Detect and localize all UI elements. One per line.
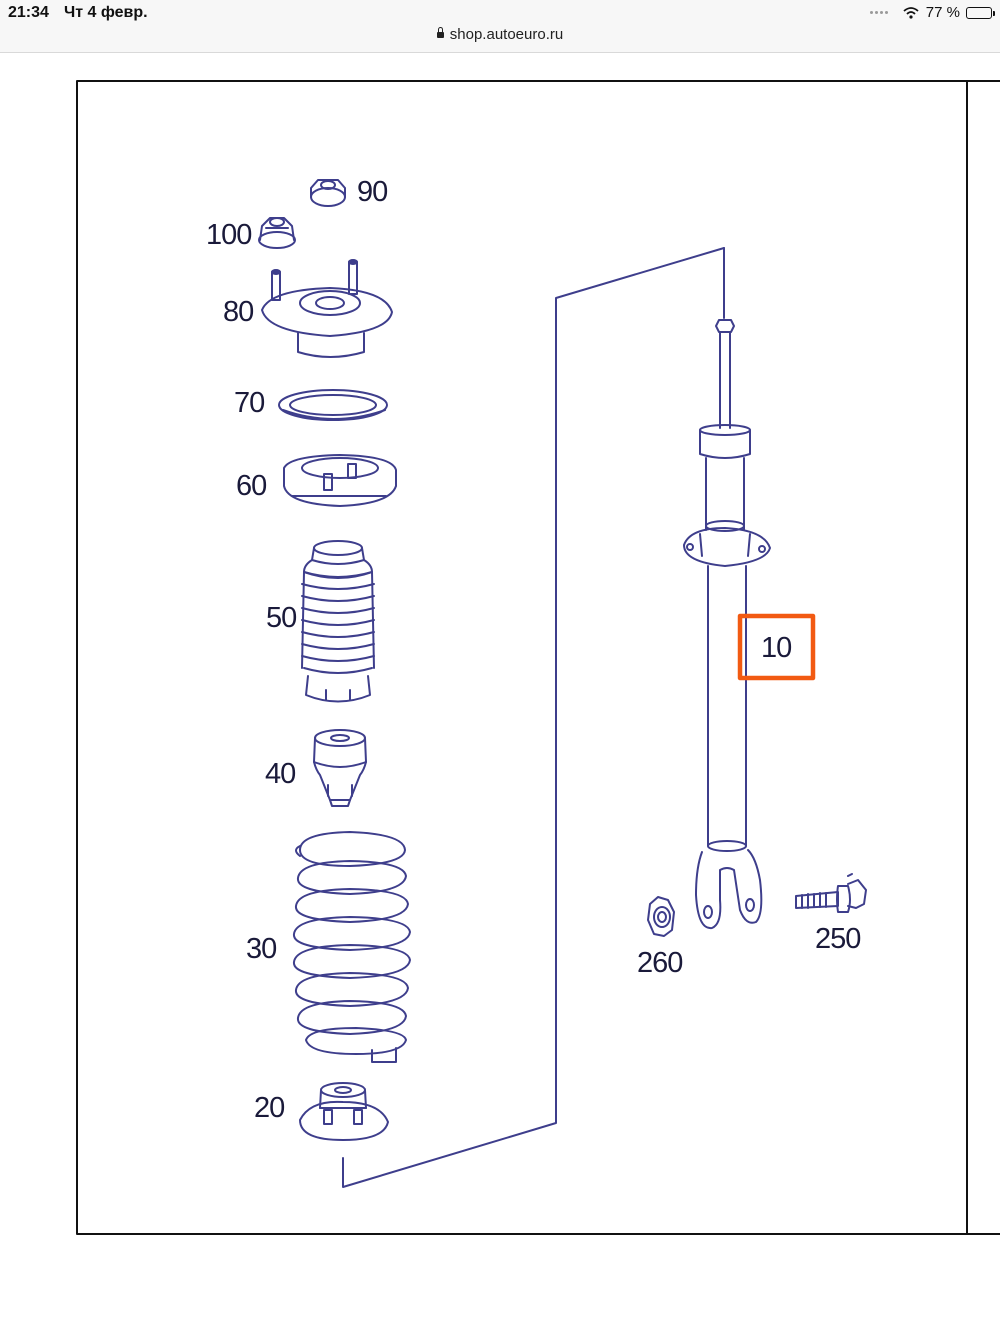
callout-70: 70 <box>234 387 264 419</box>
battery-icon <box>966 6 995 19</box>
wifi-icon <box>903 6 919 19</box>
url-text: shop.autoeuro.ru <box>449 26 564 43</box>
signal-dots-icon <box>869 11 888 14</box>
spring-seat-60-icon <box>283 454 397 507</box>
assembly-bracket-line <box>342 247 725 1188</box>
ring-70-icon <box>278 389 388 421</box>
diagram-frame <box>76 80 1000 1235</box>
callout-250: 250 <box>815 923 860 955</box>
parts-diagram: 90 100 80 70 60 50 40 30 20 10 260 250 <box>76 80 1000 1235</box>
status-bar: 21:34 Чт 4 февр. shop.autoeuro.ru 77 % <box>0 0 1000 53</box>
callout-100: 100 <box>206 219 251 251</box>
address-bar[interactable]: shop.autoeuro.ru <box>0 26 1000 43</box>
callout-260: 260 <box>637 947 682 979</box>
callout-30: 30 <box>246 933 276 965</box>
highlight-box <box>737 613 816 681</box>
top-mount-80-icon <box>261 259 393 358</box>
dust-boot-50-icon <box>301 540 375 703</box>
callout-90: 90 <box>357 176 387 208</box>
callout-40: 40 <box>265 758 295 790</box>
status-date: Чт 4 февр. <box>64 4 148 21</box>
lower-seat-20-icon <box>299 1082 389 1141</box>
battery-percent: 77 % <box>925 4 960 21</box>
coil-spring-30-icon <box>293 831 411 1063</box>
callout-80: 80 <box>223 296 253 328</box>
callout-50: 50 <box>266 602 296 634</box>
bolt-250-icon <box>795 873 867 913</box>
callout-60: 60 <box>236 470 266 502</box>
lock-icon <box>436 27 444 38</box>
shock-absorber-10-icon <box>683 319 771 930</box>
nut-90-icon <box>310 179 346 207</box>
callout-20: 20 <box>254 1092 284 1124</box>
callout-10: 10 <box>761 632 791 664</box>
nut-100-icon <box>258 217 296 249</box>
nut-260-icon <box>647 896 675 937</box>
status-indicators: 77 % <box>869 4 995 21</box>
bump-stop-40-icon <box>313 729 367 807</box>
status-time: 21:34 <box>8 4 49 21</box>
